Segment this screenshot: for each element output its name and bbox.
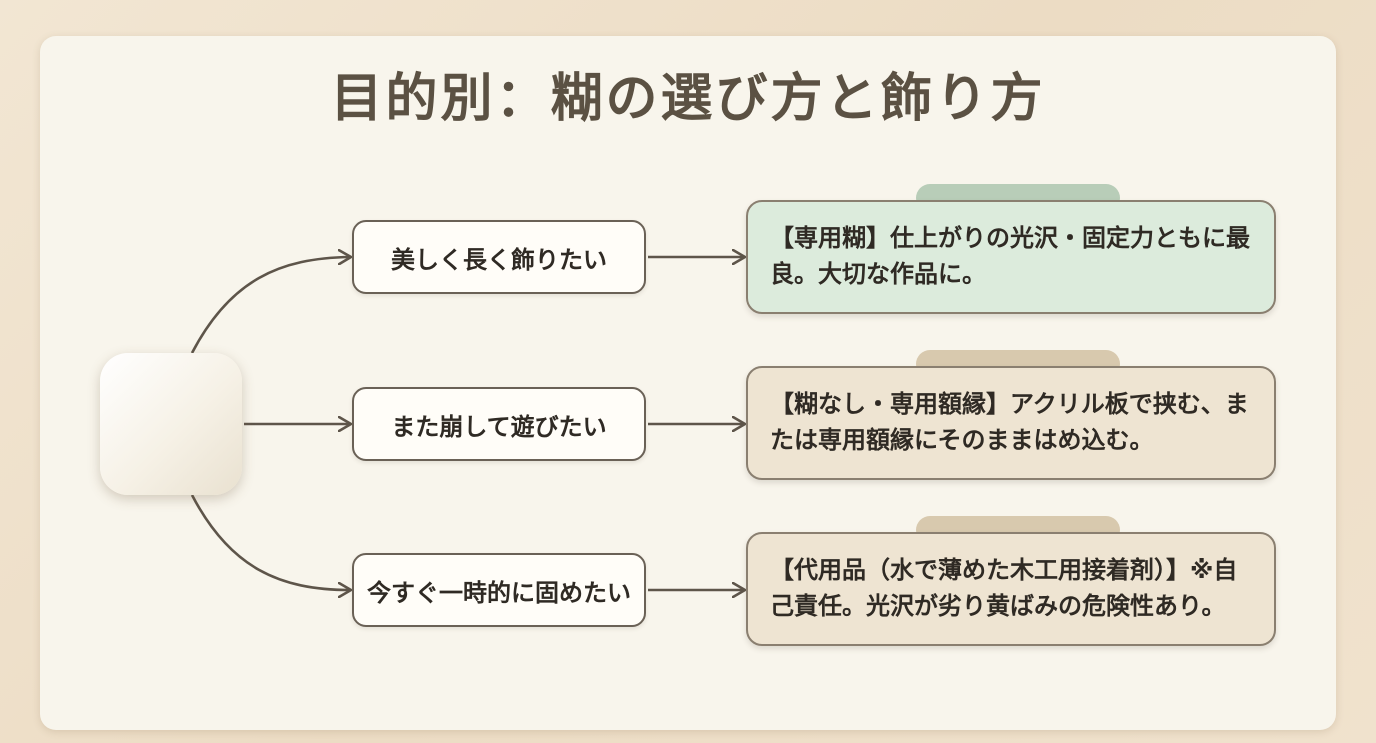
result-node-3: 【代用品（水で薄めた木工用接着剤）】※自己責任。光沢が劣り黄ばみの危険性あり。 — [746, 532, 1276, 646]
root-node — [100, 353, 242, 495]
result-text-3: 【代用品（水で薄めた木工用接着剤）】※自己責任。光沢が劣り黄ばみの危険性あり。 — [770, 556, 1238, 620]
connector-root-to-choice-3 — [190, 494, 350, 590]
page-title: 目的別：糊の選び方と飾り方 — [330, 68, 1046, 129]
result-node-2: 【糊なし・専用額縁】アクリル板で挟む、または専用額縁にそのままはめ込む。 — [746, 366, 1276, 480]
choice-node-1: 美しく長く飾りたい — [352, 220, 646, 294]
choice-node-2: また崩して遊びたい — [352, 387, 646, 461]
choice-node-3: 今すぐ一時的に固めたい — [352, 553, 646, 627]
result-node-1: 【専用糊】仕上がりの光沢・固定力ともに最良。大切な作品に。 — [746, 200, 1276, 314]
choice-label-3: 今すぐ一時的に固めたい — [367, 578, 631, 607]
choice-label-2: また崩して遊びたい — [391, 412, 607, 441]
result-text-2: 【糊なし・専用額縁】アクリル板で挟む、または専用額縁にそのままはめ込む。 — [770, 390, 1249, 454]
choice-label-1: 美しく長く飾りたい — [391, 245, 607, 274]
result-text-1: 【専用糊】仕上がりの光沢・固定力ともに最良。大切な作品に。 — [770, 224, 1250, 288]
connector-root-to-choice-1 — [190, 257, 350, 354]
